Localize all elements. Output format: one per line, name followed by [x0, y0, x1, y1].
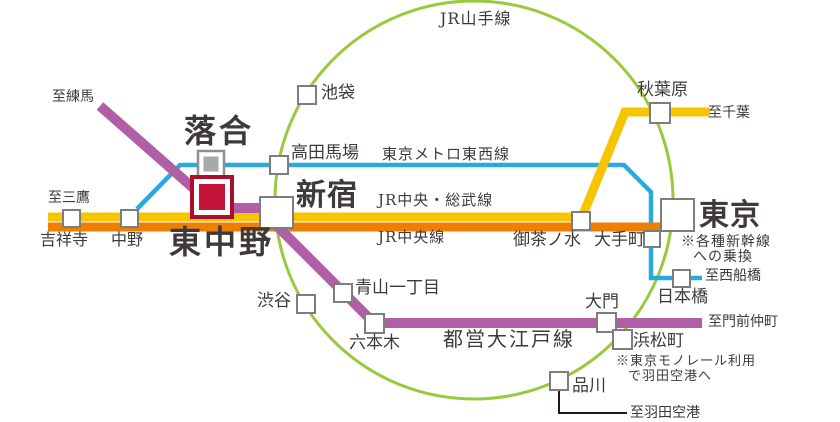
line-label-yamanote: JR山手線 [440, 9, 512, 28]
station-label-tokyo: 東京 [699, 198, 761, 233]
station-label-shibuya: 渋谷 [257, 291, 291, 311]
station-label-shinjuku: 新宿 [296, 178, 358, 213]
line-label-tozai: 東京メトロ東西線 [382, 145, 511, 163]
station-marker-hamamatsucho [612, 329, 633, 350]
station-label-kichijoji: 吉祥寺 [40, 230, 89, 249]
property-marker-fill [199, 184, 225, 210]
direction-label-monzen-nakacho: 至門前仲町 [708, 314, 778, 330]
station-marker-tokyo [660, 198, 695, 232]
station-marker-takadanobaba [269, 155, 289, 175]
station-label-roppongi: 六本木 [349, 333, 400, 353]
station-label-ochiai: 落合 [184, 112, 255, 150]
direction-label-nishi-funabashi: 至西船橋 [705, 268, 761, 284]
station-marker-shinagawa [549, 371, 569, 391]
note-monorail-line2: で羽田空港へ [628, 369, 713, 384]
note-monorail-line1: ※東京モノレール利用 [616, 354, 757, 369]
direction-label-haneda-airport: 至羽田空港 [630, 405, 700, 421]
station-marker-shinjuku [259, 196, 294, 229]
direction-label-mitaka: 至三鷹 [48, 190, 90, 206]
station-marker-roppongi [364, 313, 385, 334]
note-shinkansen-line1: ※各種新幹線 [681, 234, 771, 250]
station-label-akihabara: 秋葉原 [637, 80, 688, 100]
station-marker-kichijoji [62, 209, 81, 228]
station-marker-nakano [120, 209, 139, 228]
station-label-higashi-nakano: 東中野 [169, 223, 275, 261]
station-label-nihombashi: 日本橋 [657, 287, 708, 307]
station-label-hamamatsucho: 浜松町 [633, 331, 684, 351]
station-marker-aoyama-itchome [333, 283, 353, 303]
note-shinkansen-line2: への乗換 [693, 249, 753, 265]
direction-label-chiba: 至千葉 [708, 105, 750, 121]
station-marker-otemachi [643, 230, 661, 248]
direction-label-nerima: 至練馬 [52, 89, 94, 105]
station-label-nakano: 中野 [111, 230, 144, 249]
station-marker-akihabara [649, 102, 671, 124]
station-label-aoyama-itchome: 青山一丁目 [355, 278, 440, 298]
station-marker-nihombashi [672, 269, 691, 288]
haneda-access-line [558, 388, 627, 414]
line-label-chuo-sobu: JR中央・総武線 [378, 191, 494, 209]
station-label-otemachi: 大手町 [594, 230, 645, 250]
line-label-chuo: JR中央線 [378, 228, 446, 246]
ochiai-station-marker-fill [203, 156, 219, 172]
station-label-takadanobaba: 高田馬場 [291, 143, 359, 163]
station-marker-ochanomizu [571, 211, 591, 231]
station-label-ochanomizu: 御茶ノ水 [513, 230, 581, 250]
line-label-oedo: 都営大江戸線 [443, 327, 575, 351]
station-label-daimon: 大門 [585, 292, 619, 312]
station-marker-daimon [596, 312, 617, 333]
station-label-shinagawa: 品川 [572, 376, 606, 396]
station-label-ikebukuro: 池袋 [321, 83, 355, 103]
station-marker-shibuya [296, 294, 316, 314]
station-marker-ikebukuro [297, 85, 317, 105]
